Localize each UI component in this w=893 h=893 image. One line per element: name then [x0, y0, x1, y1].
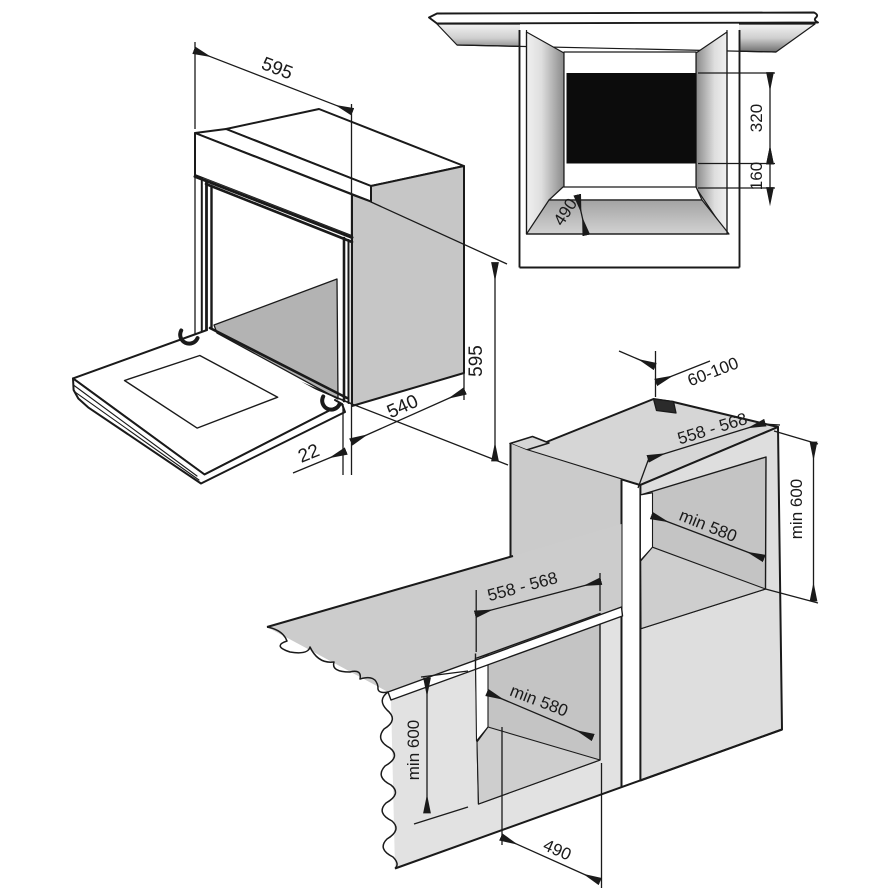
svg-text:595: 595	[466, 345, 487, 377]
svg-text:min 600: min 600	[787, 479, 806, 539]
svg-text:160: 160	[747, 162, 766, 190]
svg-text:min 600: min 600	[404, 720, 423, 780]
svg-text:320: 320	[747, 104, 766, 132]
